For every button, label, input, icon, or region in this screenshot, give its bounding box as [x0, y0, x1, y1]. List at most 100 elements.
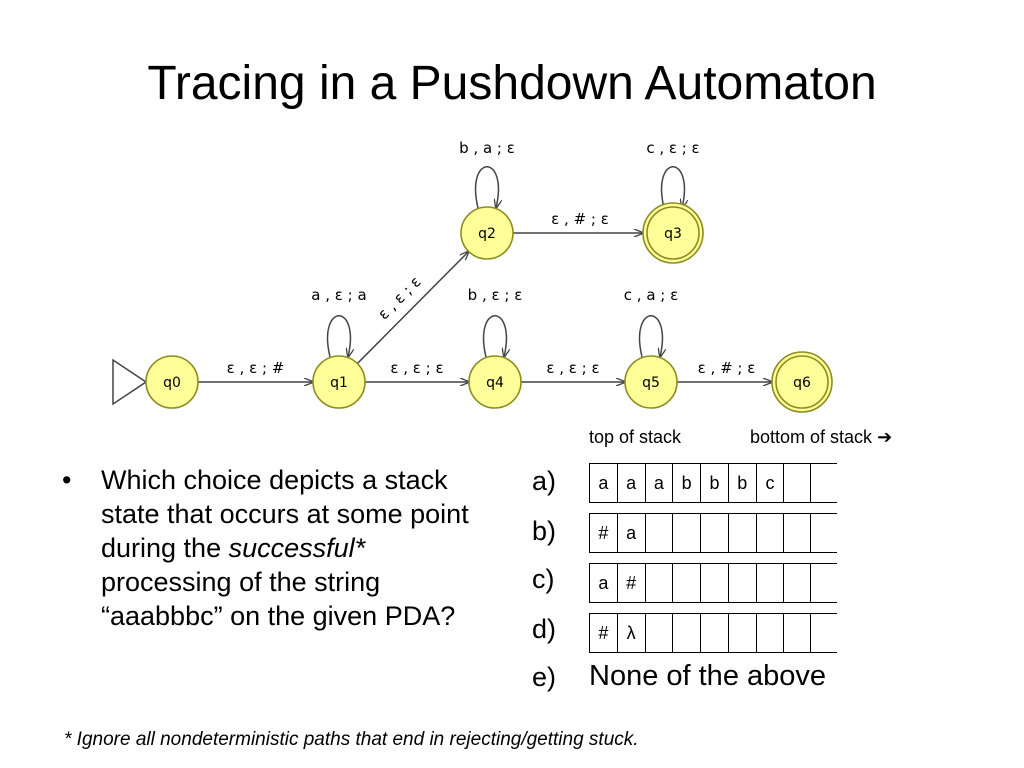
stack-cell	[727, 564, 756, 602]
transition-label: ε , ε ; ε	[374, 273, 424, 323]
state-q3: q3	[642, 202, 704, 264]
transition-q2-q2: b , a ; ε	[459, 139, 515, 208]
state-label: q6	[793, 375, 811, 391]
state-circle	[468, 355, 522, 409]
right-arrow-icon: ➔	[877, 427, 893, 447]
choice-letter: e)	[532, 662, 557, 692]
transition-label: c , ε ; ε	[646, 139, 699, 157]
stack-cell	[755, 514, 784, 552]
choice-letter: d)	[532, 614, 557, 644]
state-label: q0	[163, 375, 181, 391]
state-label: q2	[478, 226, 496, 242]
stack-cell	[811, 564, 837, 602]
state-label: q3	[664, 226, 682, 242]
self-loop-arrow	[660, 166, 685, 208]
stack-cell	[727, 514, 756, 552]
self-loop-arrow	[638, 315, 663, 357]
bottom-of-stack-text: bottom of stack	[750, 427, 873, 447]
stack-cell	[783, 464, 812, 502]
stack-row: #a	[589, 513, 837, 553]
stack-cell	[755, 614, 784, 652]
stack-cell	[672, 614, 700, 652]
state-circle	[460, 206, 514, 260]
stack-cell	[727, 614, 756, 652]
state-circle	[624, 355, 678, 409]
stack-cell	[811, 614, 837, 652]
stack-cell	[811, 464, 837, 502]
state-circle	[312, 355, 366, 409]
state-q0: q0	[112, 355, 199, 409]
question-text-part-1: Which choice depicts a stack state that …	[101, 465, 469, 563]
stack-cell: a	[589, 464, 617, 502]
state-q1: q1	[312, 355, 366, 409]
transition-label: ε , ε ; ε	[546, 359, 599, 377]
question-text: Which choice depicts a stack state that …	[101, 463, 482, 633]
transition-q1-q2: ε , ε ; ε	[356, 251, 468, 365]
start-triangle-icon	[112, 358, 148, 406]
stack-cell	[644, 514, 673, 552]
transition-q1-q4: ε , ε ; ε	[365, 359, 469, 382]
transition-label: ε , # ; ε	[551, 210, 609, 228]
state-q2: q2	[460, 206, 514, 260]
transition-q5-q6: ε , # ; ε	[677, 359, 772, 382]
stack-cell	[672, 514, 700, 552]
transition-label: c , a ; ε	[624, 286, 678, 304]
transition-q1-q1: a , ε ; a	[311, 286, 367, 357]
stack-cell: #	[589, 614, 617, 652]
stack-cell	[783, 564, 812, 602]
stack-cell: b	[700, 464, 728, 502]
state-q5: q5	[624, 355, 678, 409]
transition-q4-q4: b , ε ; ε	[468, 286, 523, 357]
stack-cell	[755, 564, 784, 602]
transition-label: b , ε ; ε	[468, 286, 523, 304]
choice-text: None of the above	[589, 660, 827, 692]
top-of-stack-label: top of stack	[589, 427, 682, 447]
stack-cell: #	[589, 514, 617, 552]
stack-cell	[672, 564, 700, 602]
footnote: * Ignore all nondeterministic paths that…	[64, 729, 639, 750]
state-q6: q6	[771, 351, 833, 413]
choice-letter: c)	[532, 564, 555, 594]
stack-cell	[783, 614, 812, 652]
stack-cell: b	[727, 464, 756, 502]
state-label: q1	[330, 375, 348, 391]
stack-cell: λ	[616, 614, 645, 652]
state-circle	[775, 355, 829, 409]
transition-label: ε , ε ; #	[227, 359, 285, 377]
stack-cell: a	[616, 464, 645, 502]
stack-cell	[644, 564, 673, 602]
transition-label: ε , ε ; ε	[390, 359, 443, 377]
self-loop-arrow	[482, 315, 507, 357]
state-circle	[646, 206, 700, 260]
transition-q4-q5: ε , ε ; ε	[521, 359, 625, 382]
transition-q5-q5: c , a ; ε	[624, 286, 678, 357]
stack-row: #λ	[589, 613, 837, 653]
stack-cell: c	[755, 464, 784, 502]
transition-arrow	[356, 251, 468, 365]
state-q4: q4	[468, 355, 522, 409]
stack-cell	[783, 514, 812, 552]
choice-letter: b)	[532, 516, 557, 546]
state-label: q4	[486, 375, 504, 391]
stack-cell: a	[616, 514, 645, 552]
choice-letter: a)	[532, 466, 557, 496]
transition-q2-q3: ε , # ; ε	[513, 210, 643, 233]
stack-row: a#	[589, 563, 837, 603]
stack-cell	[700, 614, 728, 652]
stack-cell	[700, 514, 728, 552]
question-emphasis: successful*	[228, 533, 366, 563]
stack-cell	[811, 514, 837, 552]
stack-cell: a	[644, 464, 673, 502]
stack-cell	[644, 614, 673, 652]
self-loop-arrow	[326, 315, 351, 357]
bullet-point: •	[62, 465, 72, 495]
state-label: q5	[642, 375, 660, 391]
stack-cell: a	[589, 564, 617, 602]
page-title: Tracing in a Pushdown Automaton	[147, 57, 877, 110]
state-circle	[145, 355, 199, 409]
stack-cell	[700, 564, 728, 602]
stack-cell: #	[616, 564, 645, 602]
stack-cell: b	[672, 464, 700, 502]
question-text-part-2: processing of the string “aaabbbc” on th…	[101, 567, 456, 631]
